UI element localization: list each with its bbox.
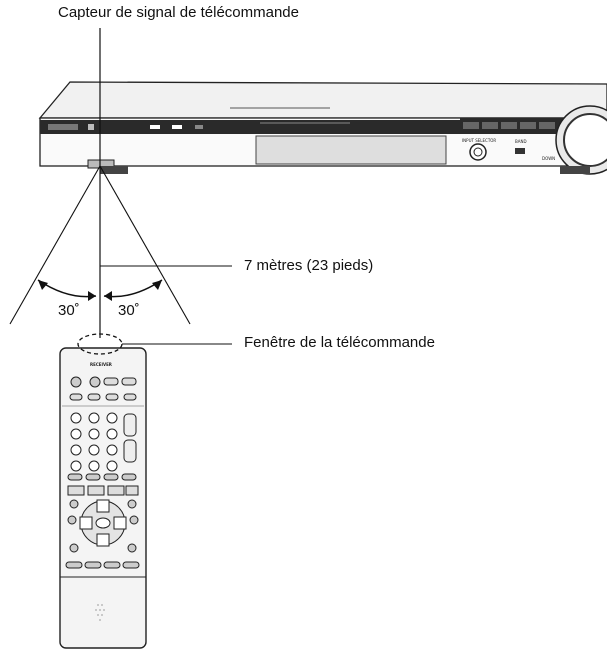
- remote-brand-label: RECEIVER: [90, 362, 112, 367]
- remote-control: RECEIVER: [59, 333, 147, 649]
- receiver-power-button[interactable]: [70, 376, 82, 388]
- power-button[interactable]: [48, 124, 78, 130]
- remote-button[interactable]: [65, 561, 83, 569]
- number-button[interactable]: [106, 428, 118, 440]
- remote-button[interactable]: [129, 515, 139, 525]
- stop-button[interactable]: [87, 485, 105, 496]
- remote-button[interactable]: [84, 561, 102, 569]
- number-button[interactable]: [106, 412, 118, 424]
- down-label: DOWN: [542, 156, 555, 161]
- remote-window-label: Fenêtre de la télécommande: [244, 334, 435, 351]
- front-panel-buttons: [463, 122, 555, 129]
- input-selector-label: INPUT SELECTOR: [462, 138, 496, 143]
- remote-button[interactable]: [67, 515, 77, 525]
- down-arrow-button[interactable]: [96, 533, 110, 547]
- enter-button[interactable]: [95, 517, 111, 529]
- return-button[interactable]: [127, 543, 137, 553]
- sensor-label: Capteur de signal de télécommande: [58, 4, 299, 21]
- standby-indicator-icon: [88, 124, 94, 130]
- panel-button[interactable]: [501, 122, 517, 129]
- number-pad: [70, 412, 118, 472]
- band-button[interactable]: [515, 148, 525, 154]
- remote-button[interactable]: [69, 393, 83, 401]
- right-arrow-button[interactable]: [113, 516, 127, 530]
- remote-button[interactable]: [103, 561, 121, 569]
- number-button[interactable]: [70, 412, 82, 424]
- rewind-button[interactable]: [67, 485, 85, 496]
- right-angle-label: 30˚: [118, 302, 140, 319]
- up-arrow-button[interactable]: [96, 499, 110, 513]
- number-button[interactable]: [88, 444, 100, 456]
- display-button[interactable]: [69, 543, 79, 553]
- receiver-unit: INPUT SELECTOR BAND DOWN: [38, 81, 607, 175]
- left-angle-label: 30˚: [58, 302, 80, 319]
- remote-button[interactable]: [123, 393, 137, 401]
- number-button[interactable]: [70, 444, 82, 456]
- band-label: BAND: [515, 139, 527, 144]
- number-button[interactable]: [106, 460, 118, 472]
- remote-button[interactable]: [103, 377, 119, 386]
- number-button[interactable]: [88, 428, 100, 440]
- left-arrow-button[interactable]: [79, 516, 93, 530]
- menu-button[interactable]: [127, 499, 137, 509]
- distance-label: 7 mètres (23 pieds): [244, 257, 374, 274]
- remote-button[interactable]: [121, 473, 137, 481]
- av-system-button[interactable]: [89, 376, 101, 388]
- panel-button[interactable]: [520, 122, 536, 129]
- remote-button[interactable]: [67, 473, 83, 481]
- number-button[interactable]: [70, 428, 82, 440]
- panel-button[interactable]: [539, 122, 555, 129]
- panel-button[interactable]: [463, 122, 479, 129]
- remote-button[interactable]: [121, 377, 137, 386]
- remote-button[interactable]: [85, 473, 101, 481]
- remote-button[interactable]: [122, 561, 140, 569]
- pause-button[interactable]: [107, 485, 125, 496]
- panel-button[interactable]: [482, 122, 498, 129]
- reception-cone: [9, 28, 232, 338]
- play-button[interactable]: [125, 485, 139, 496]
- remote-button[interactable]: [87, 393, 101, 401]
- volume-rocker[interactable]: [123, 439, 137, 463]
- remote-window: [77, 333, 123, 355]
- number-button[interactable]: [88, 460, 100, 472]
- remote-button[interactable]: [105, 393, 119, 401]
- number-button[interactable]: [88, 412, 100, 424]
- top-menu-button[interactable]: [69, 499, 79, 509]
- display-window: [255, 135, 447, 165]
- number-button[interactable]: [70, 460, 82, 472]
- channel-rocker[interactable]: [123, 413, 137, 437]
- speaker-grille-icon: [95, 604, 105, 621]
- remote-button[interactable]: [103, 473, 119, 481]
- number-button[interactable]: [106, 444, 118, 456]
